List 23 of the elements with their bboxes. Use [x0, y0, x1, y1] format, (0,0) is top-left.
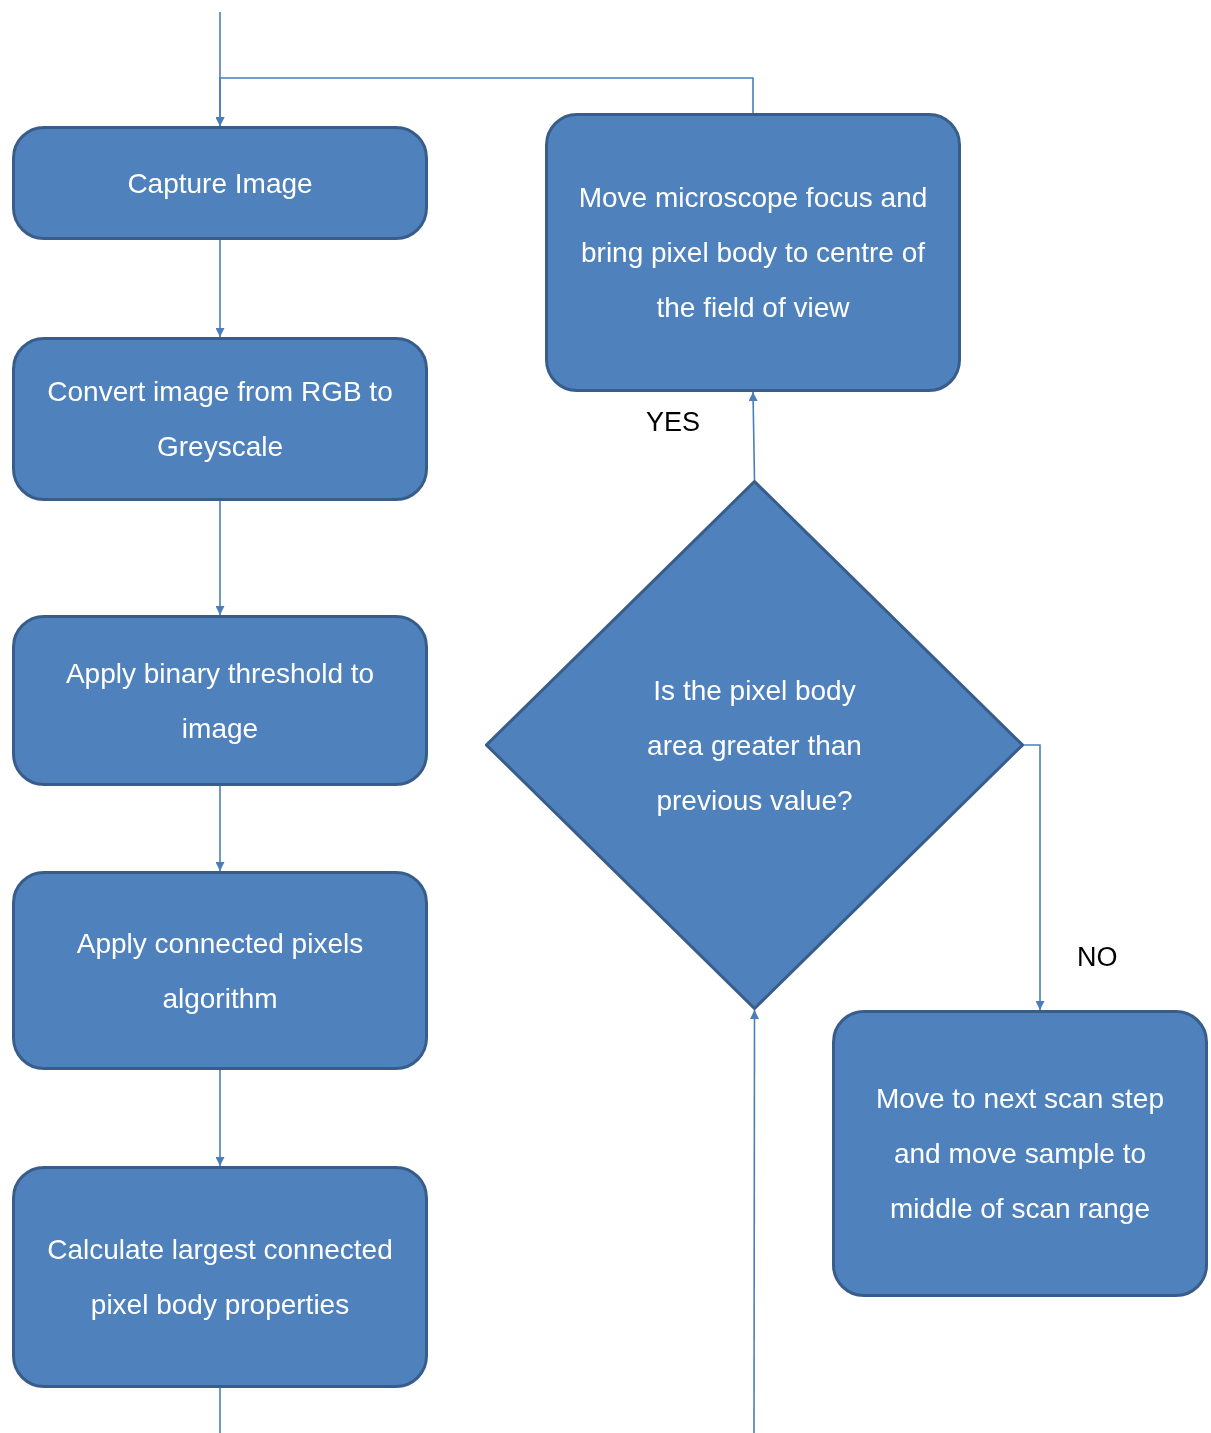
- step-text: Move microscope focus and bring pixel body to centre of the field of view: [577, 181, 929, 325]
- process-box: [12, 337, 428, 501]
- process-box: [12, 1166, 428, 1388]
- process-box: [832, 1010, 1208, 1297]
- arrow: [215, 239, 225, 338]
- step-text: Calculate largest connected pixel body properties: [46, 1233, 394, 1322]
- step-text: Convert image from RGB to Greyscale: [46, 375, 394, 464]
- process-box: [12, 871, 428, 1070]
- arrow: [750, 1009, 759, 1433]
- step-text: Capture Image: [126, 166, 314, 201]
- step-text: Apply connected pixels algorithm: [75, 926, 365, 1016]
- arrow: [215, 1069, 225, 1167]
- process-box: [12, 615, 428, 786]
- step-text: Apply binary threshold to image: [64, 656, 376, 746]
- arrow: [215, 77, 754, 127]
- arrow: [748, 391, 758, 481]
- process-box: [12, 126, 428, 240]
- process-box: [545, 113, 961, 392]
- arrow: [1023, 744, 1045, 1011]
- step-text: Is the pixel body area greater than previous value?: [646, 673, 863, 818]
- arrow: [215, 500, 225, 616]
- step-text: Move to next scan step and move sample to middle of scan range: [875, 1082, 1165, 1226]
- arrow: [215, 785, 225, 872]
